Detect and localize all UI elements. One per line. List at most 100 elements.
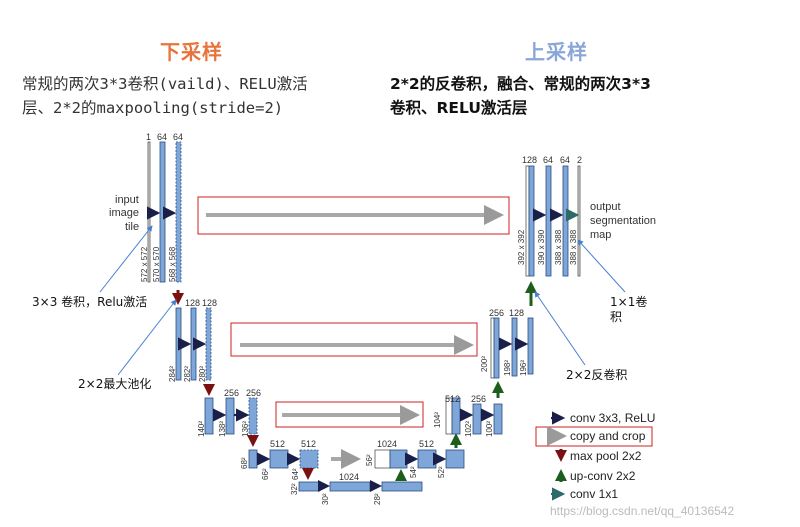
channel-label: 128 (509, 308, 524, 318)
channel-label: 64 (543, 155, 553, 165)
size-label: 140² (197, 421, 206, 437)
channel-label: 512 (445, 394, 460, 404)
output-block (577, 165, 581, 277)
feature-block (545, 165, 552, 277)
size-label: 28² (373, 493, 382, 505)
channel-label: 128 (185, 298, 200, 308)
channel-label: 256 (489, 308, 504, 318)
feature-block (562, 165, 569, 277)
channel-label: 2 (577, 155, 582, 165)
decoder-level-3: 512 256 104² 102² 100² (433, 394, 503, 437)
size-label: 30² (321, 493, 330, 505)
feature-block (417, 449, 437, 469)
size-label: 280² (198, 366, 207, 382)
channel-label: 256 (246, 388, 261, 398)
pool-annotation: 2×2最大池化 (78, 377, 151, 391)
size-label: 390 x 390 (537, 229, 546, 265)
downsample-desc-line2: 层、2*2的maxpooling(stride=2) (22, 99, 284, 117)
size-label: 200² (480, 356, 489, 372)
legend-label: copy and crop (570, 429, 646, 443)
feature-block (528, 165, 535, 277)
conv-pointer (99, 225, 153, 293)
feature-block (329, 481, 371, 492)
channel-label: 64 (173, 132, 183, 142)
upsample-desc-line2: 卷积、RELU激活层 (390, 99, 528, 117)
channel-label: 1024 (339, 472, 359, 482)
conv1x1-annotation-line1: 1×1卷 (610, 294, 647, 309)
size-label: 138² (218, 421, 227, 437)
size-label: 136² (241, 421, 250, 437)
legend-label: max pool 2x2 (570, 449, 642, 463)
downsample-description: 常规的两次3*3卷积(vaild)、RELU激活 层、2*2的maxpoolin… (22, 72, 382, 120)
size-label: 196² (519, 360, 528, 376)
channel-label: 1 (146, 132, 151, 142)
input-label-line1: input (115, 194, 139, 206)
watermark: https://blog.csdn.net/qq_40136542 (550, 504, 734, 518)
feature-block (175, 141, 182, 283)
encoder-level-2: 128 128 284² 282² 280² (168, 298, 217, 382)
cropped-block (374, 449, 391, 469)
pool-pointer (117, 299, 177, 376)
channel-label: 64 (157, 132, 167, 142)
size-label: 282² (183, 366, 192, 382)
size-label: 388 x 388 (554, 229, 563, 265)
channel-label: 1024 (377, 439, 397, 449)
input-label-line2: image (109, 207, 139, 219)
size-label: 568 x 568 (168, 246, 177, 282)
channel-label: 64 (560, 155, 570, 165)
size-label: 54² (409, 466, 418, 478)
upconv-pointer (534, 291, 586, 366)
size-label: 198² (503, 360, 512, 376)
feature-block (205, 307, 212, 381)
size-label: 56² (365, 454, 374, 466)
feature-block (511, 317, 518, 377)
conv-annotation: 3×3 卷积，Relu激活 (32, 294, 147, 309)
size-label: 32² (290, 483, 299, 495)
feature-block (204, 397, 214, 435)
downsample-desc-line1: 常规的两次3*3卷积(vaild)、RELU激活 (22, 75, 308, 93)
conv1x1-pointer (577, 239, 626, 293)
legend: conv 3x3, ReLU copy and crop max pool 2x… (535, 411, 655, 501)
encoder-level-3: 256 256 140² 138² 136² (197, 388, 261, 437)
feature-block (269, 449, 289, 469)
upsample-title: 上采样 (525, 40, 588, 64)
channel-label: 512 (270, 439, 285, 449)
feature-block (527, 317, 534, 375)
output-label-line2: segmentation (590, 215, 656, 227)
feature-block (472, 403, 482, 435)
feature-block (248, 397, 258, 435)
encoder-level-4: 512 512 68² 66² 64² (240, 439, 319, 480)
input-label-line3: tile (125, 221, 139, 233)
upconv-annotation: 2×2反卷积 (566, 367, 627, 382)
bottleneck: 1024 32² 30² 28² (290, 472, 423, 505)
feature-block (493, 403, 503, 435)
size-label: 388 x 388 (569, 229, 578, 265)
legend-label: conv 1x1 (570, 487, 618, 501)
cropped-block (490, 317, 495, 379)
size-label: 104² (433, 412, 442, 428)
size-label: 64² (291, 468, 300, 480)
size-label: 66² (261, 468, 270, 480)
channel-label: 256 (224, 388, 239, 398)
feature-block (298, 481, 320, 492)
encoder-level-1: 1 64 64 572 x 572 570 x 570 568 x 568 in… (109, 132, 183, 283)
decoder-level-2: 256 128 200² 198² 196² (480, 308, 534, 379)
legend-highlight-box (535, 426, 653, 447)
feature-block (299, 449, 319, 469)
skip-highlight-box (275, 401, 424, 428)
size-label: 392 x 392 (517, 229, 526, 265)
downsample-title: 下采样 (160, 40, 223, 64)
channel-label: 512 (419, 439, 434, 449)
feature-block (381, 481, 423, 492)
size-label: 102² (464, 421, 473, 437)
feature-block (248, 449, 258, 469)
size-label: 284² (168, 366, 177, 382)
feature-block (225, 397, 235, 435)
size-label: 68² (240, 457, 249, 469)
channel-label: 256 (471, 394, 486, 404)
output-label-line3: map (590, 229, 611, 241)
output-label-line1: output (590, 201, 621, 213)
size-label: 570 x 570 (152, 246, 161, 282)
skip-highlight-box (230, 322, 478, 357)
